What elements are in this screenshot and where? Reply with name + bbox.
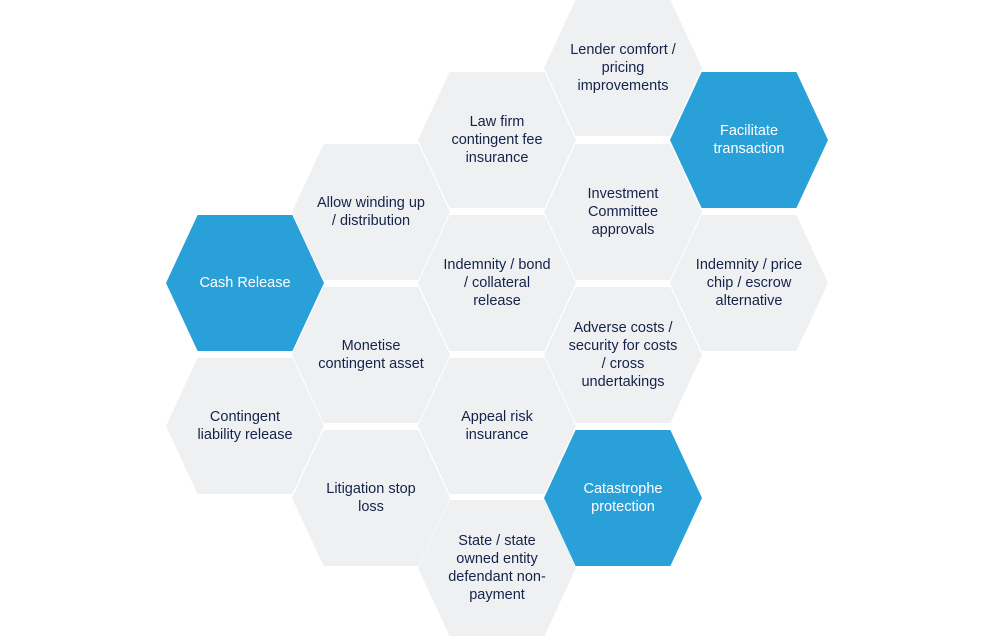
hex-cash-release: Cash Release — [166, 215, 324, 351]
hex-lender-comfort: Lender comfort / pricing improvements — [544, 0, 702, 136]
hex-label: Litigation stop loss — [326, 481, 416, 515]
hex-label: Allow winding up / distribution — [316, 195, 425, 229]
hex-indemnity-price-chip: Indemnity / price chip / escrow alternat… — [670, 215, 828, 351]
hex-label: Indemnity / bond / collateral release — [443, 257, 551, 309]
hex-catastrophe-protection: Catastrophe protection — [544, 430, 702, 566]
hex-contingent-liability-release: Contingent liability release — [166, 358, 324, 494]
hex-label: Catastrophe protection — [583, 481, 663, 515]
hex-label: Investment Committee approvals — [587, 186, 659, 238]
hex-appeal-risk-insurance: Appeal risk insurance — [418, 358, 576, 494]
hex-label: Contingent liability release — [197, 409, 293, 443]
hex-label: Law firm contingent fee insurance — [451, 114, 543, 166]
hex-allow-winding-up: Allow winding up / distribution — [292, 144, 450, 280]
hex-label: Adverse costs / security for costs / cro… — [568, 320, 678, 390]
hex-label: Facilitate transaction — [713, 123, 785, 157]
hex-indemnity-bond-collateral: Indemnity / bond / collateral release — [418, 215, 576, 351]
hex-label: Monetise contingent asset — [318, 338, 424, 372]
hex-label: State / state owned entity defendant non… — [448, 533, 546, 603]
hex-label: Cash Release — [199, 275, 291, 291]
hex-litigation-stop-loss: Litigation stop loss — [292, 430, 450, 566]
hex-investment-committee: Investment Committee approvals — [544, 144, 702, 280]
hex-law-firm-contingent-fee: Law firm contingent fee insurance — [418, 72, 576, 208]
hex-adverse-costs: Adverse costs / security for costs / cro… — [544, 287, 702, 423]
hex-monetise-contingent-asset: Monetise contingent asset — [292, 287, 450, 423]
hex-label: Indemnity / price chip / escrow alternat… — [695, 257, 803, 309]
hex-state-owned-entity: State / state owned entity defendant non… — [418, 500, 576, 636]
hex-label: Lender comfort / pricing improvements — [570, 42, 676, 94]
hex-label: Appeal risk insurance — [461, 409, 533, 443]
hex-facilitate-transaction: Facilitate transaction — [670, 72, 828, 208]
